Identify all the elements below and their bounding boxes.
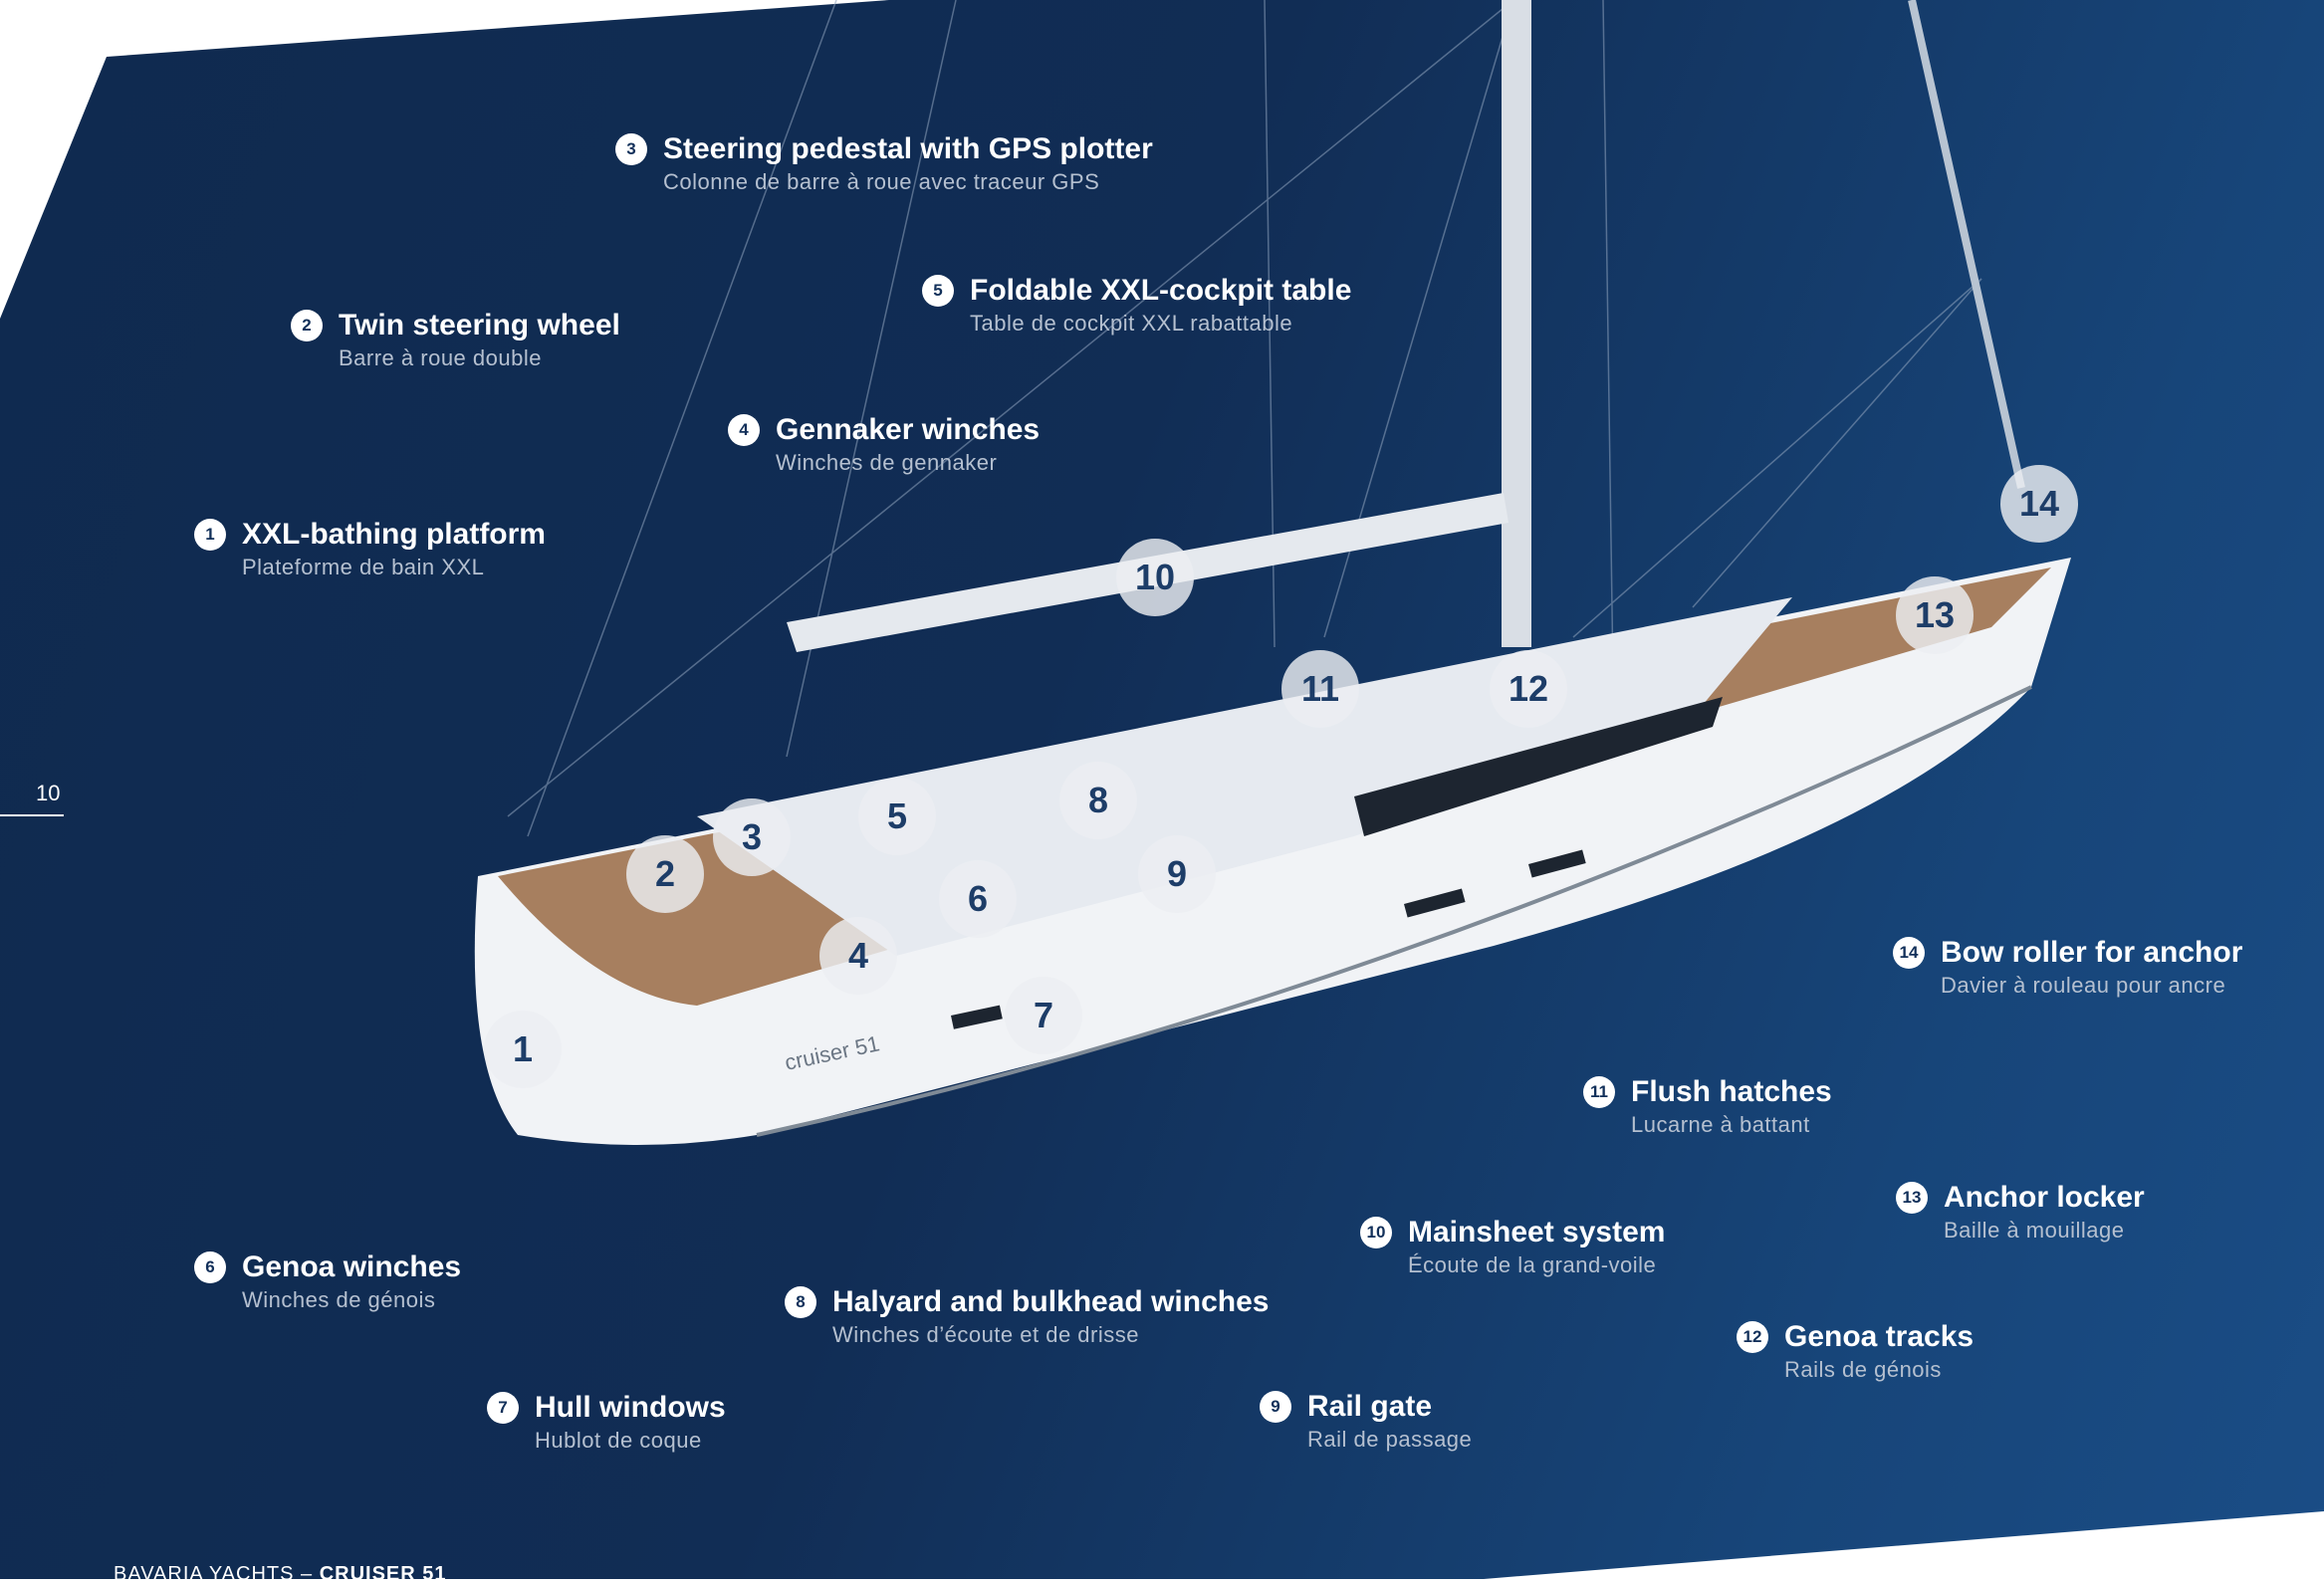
feature-subtitle: Hublot de coque: [535, 1428, 702, 1453]
feature-title: Hull windows: [535, 1391, 726, 1424]
feature-subtitle: Colonne de barre à roue avec traceur GPS: [663, 169, 1100, 194]
feature-title: Steering pedestal with GPS plotter: [663, 132, 1153, 165]
hotspot-6[interactable]: 6: [939, 860, 1017, 938]
hotspot-3[interactable]: 3: [713, 798, 791, 876]
footer-brand: BAVARIA YACHTS –: [114, 1563, 320, 1585]
page-number-rule: [0, 814, 64, 816]
feature-title: XXL-bathing platform: [242, 518, 546, 551]
number-badge: 3: [615, 133, 647, 165]
number-badge: 5: [922, 275, 954, 307]
number-badge: 7: [487, 1392, 519, 1424]
hotspot-4[interactable]: 4: [819, 917, 897, 995]
feature-subtitle: Rail de passage: [1307, 1427, 1473, 1452]
number-badge: 14: [1893, 937, 1925, 969]
number-badge: 6: [194, 1251, 226, 1283]
number-badge: 4: [728, 414, 760, 446]
feature-title: Gennaker winches: [776, 413, 1041, 446]
feature-subtitle: Barre à roue double: [339, 345, 542, 370]
feature-title: Foldable XXL-cockpit table: [970, 274, 1352, 307]
number-badge: 1: [194, 519, 226, 551]
number-badge: 8: [785, 1286, 816, 1318]
feature-subtitle: Davier à rouleau pour ancre: [1941, 973, 2226, 998]
feature-subtitle: Winches de génois: [242, 1287, 436, 1312]
footer: BAVARIA YACHTS – CRUISER 51: [114, 1563, 447, 1586]
feature-title: Anchor locker: [1944, 1181, 2145, 1214]
hotspot-12[interactable]: 12: [1490, 650, 1567, 728]
number-badge: 11: [1583, 1076, 1615, 1108]
hotspot-5[interactable]: 5: [858, 778, 936, 855]
feature-subtitle: Rails de génois: [1784, 1357, 1942, 1382]
hotspot-7[interactable]: 7: [1005, 977, 1082, 1054]
feature-title: Genoa winches: [242, 1250, 462, 1283]
number-badge: 9: [1260, 1391, 1291, 1423]
number-badge: 13: [1896, 1182, 1928, 1214]
feature-title: Mainsheet system: [1408, 1216, 1666, 1248]
number-badge: 2: [291, 310, 323, 341]
feature-subtitle: Baille à mouillage: [1944, 1218, 2125, 1243]
hotspot-2[interactable]: 2: [626, 835, 704, 913]
feature-subtitle: Winches d’écoute et de drisse: [832, 1322, 1139, 1347]
feature-title: Flush hatches: [1631, 1075, 1832, 1108]
hotspot-10[interactable]: 10: [1116, 539, 1194, 616]
feature-subtitle: Plateforme de bain XXL: [242, 555, 485, 579]
hotspot-8[interactable]: 8: [1059, 762, 1137, 839]
hotspot-14[interactable]: 14: [2000, 465, 2078, 543]
hotspot-9[interactable]: 9: [1138, 835, 1216, 913]
number-badge: 10: [1360, 1217, 1392, 1248]
number-badge: 12: [1737, 1321, 1768, 1353]
feature-title: Rail gate: [1307, 1390, 1433, 1423]
footer-model: CRUISER 51: [319, 1563, 447, 1585]
page-number: 10: [36, 781, 61, 805]
feature-subtitle: Table de cockpit XXL rabattable: [970, 311, 1293, 336]
feature-title: Halyard and bulkhead winches: [832, 1285, 1270, 1318]
feature-title: Genoa tracks: [1784, 1320, 1975, 1353]
feature-subtitle: Écoute de la grand-voile: [1408, 1252, 1657, 1277]
hotspot-1[interactable]: 1: [484, 1011, 562, 1088]
feature-subtitle: Winches de gennaker: [776, 450, 998, 475]
hotspot-13[interactable]: 13: [1896, 576, 1974, 654]
feature-subtitle: Lucarne à battant: [1631, 1112, 1810, 1137]
feature-title: Bow roller for anchor: [1941, 936, 2243, 969]
hotspot-11[interactable]: 11: [1281, 650, 1359, 728]
feature-title: Twin steering wheel: [339, 309, 620, 341]
